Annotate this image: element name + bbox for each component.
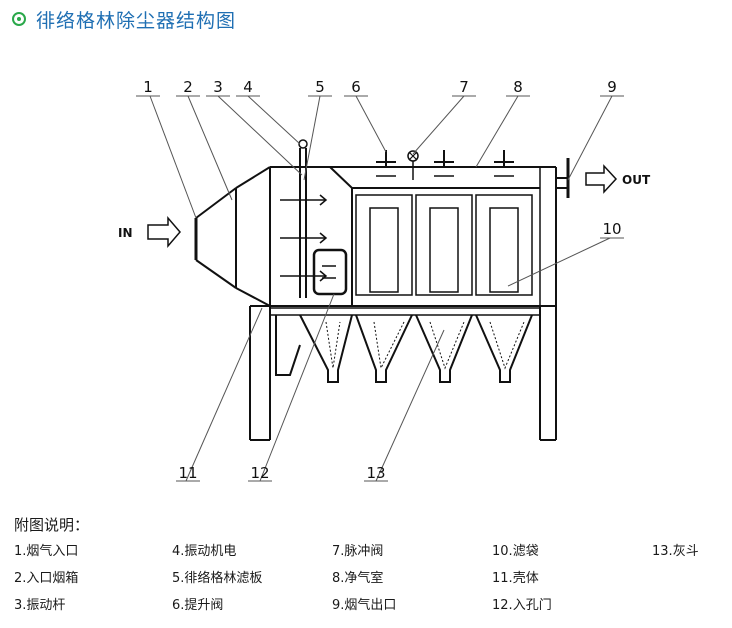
legend-item-13: 13.灰斗 bbox=[652, 540, 699, 559]
legend-text: 提升阀 bbox=[184, 598, 224, 613]
legend-text: 壳体 bbox=[512, 571, 539, 586]
circle-bullet-icon bbox=[12, 12, 26, 26]
legend-text: 净气室 bbox=[344, 571, 384, 586]
callout-3: 3 bbox=[213, 78, 223, 96]
legend-item-6: 6.提升阀 bbox=[172, 594, 223, 613]
legend-text: 入口烟箱 bbox=[26, 571, 79, 586]
legend-item-5: 5.徘络格林滤板 bbox=[172, 567, 262, 586]
legend-num: 7. bbox=[332, 544, 345, 559]
legend-item-3: 3.振动杆 bbox=[14, 594, 65, 613]
callout-7: 7 bbox=[459, 78, 469, 96]
dust-collector-diagram: 1 2 3 4 5 6 7 8 9 10 11 12 13 IN OUT bbox=[118, 78, 651, 482]
legend-item-2: 2.入口烟箱 bbox=[14, 567, 78, 586]
outlet-label: OUT bbox=[622, 173, 651, 187]
callout-10: 10 bbox=[602, 220, 621, 238]
callout-1: 1 bbox=[143, 78, 153, 96]
legend-text: 滤袋 bbox=[512, 544, 539, 559]
legend-item-1: 1.烟气入口 bbox=[14, 540, 78, 559]
callout-12: 12 bbox=[250, 464, 269, 482]
legend-text: 脉冲阀 bbox=[344, 544, 384, 559]
legend-num: 11. bbox=[492, 571, 513, 586]
legend-item-9: 9.烟气出口 bbox=[332, 594, 396, 613]
legend-num: 6. bbox=[172, 598, 185, 613]
legend-num: 13. bbox=[652, 544, 673, 559]
legend-text: 振动杆 bbox=[26, 598, 66, 613]
legend-item-4: 4.振动机电 bbox=[172, 540, 236, 559]
legend-item-12: 12.入孔门 bbox=[492, 594, 552, 613]
callout-11: 11 bbox=[178, 464, 197, 482]
legend-num: 5. bbox=[172, 571, 185, 586]
legend-text: 振动机电 bbox=[184, 544, 237, 559]
legend-num: 1. bbox=[14, 544, 27, 559]
legend-num: 4. bbox=[172, 544, 185, 559]
legend-heading: 附图说明： bbox=[14, 516, 90, 534]
legend-num: 9. bbox=[332, 598, 345, 613]
legend-num: 3. bbox=[14, 598, 27, 613]
legend-num: 10. bbox=[492, 544, 513, 559]
legend-item-8: 8.净气室 bbox=[332, 567, 383, 586]
title-row: 徘络格林除尘器结构图 bbox=[12, 4, 236, 34]
legend: 1.烟气入口 4.振动机电 7.脉冲阀 10.滤袋 13.灰斗 2.入口烟箱 5… bbox=[14, 538, 724, 622]
legend-text: 徘络格林滤板 bbox=[184, 571, 263, 586]
callout-5: 5 bbox=[315, 78, 325, 96]
callout-6: 6 bbox=[351, 78, 361, 96]
callout-9: 9 bbox=[607, 78, 617, 96]
legend-item-10: 10.滤袋 bbox=[492, 540, 539, 559]
page-title: 徘络格林除尘器结构图 bbox=[36, 9, 237, 32]
callout-13: 13 bbox=[366, 464, 385, 482]
legend-item-11: 11.壳体 bbox=[492, 567, 539, 586]
legend-item-7: 7.脉冲阀 bbox=[332, 540, 383, 559]
legend-num: 2. bbox=[14, 571, 27, 586]
callout-8: 8 bbox=[513, 78, 523, 96]
legend-num: 12. bbox=[492, 598, 513, 613]
callout-4: 4 bbox=[243, 78, 253, 96]
legend-text: 灰斗 bbox=[672, 544, 699, 559]
inlet-label: IN bbox=[118, 226, 133, 240]
legend-num: 8. bbox=[332, 571, 345, 586]
callout-2: 2 bbox=[183, 78, 193, 96]
legend-text: 烟气出口 bbox=[344, 598, 397, 613]
legend-text: 烟气入口 bbox=[26, 544, 79, 559]
legend-text: 入孔门 bbox=[512, 598, 552, 613]
